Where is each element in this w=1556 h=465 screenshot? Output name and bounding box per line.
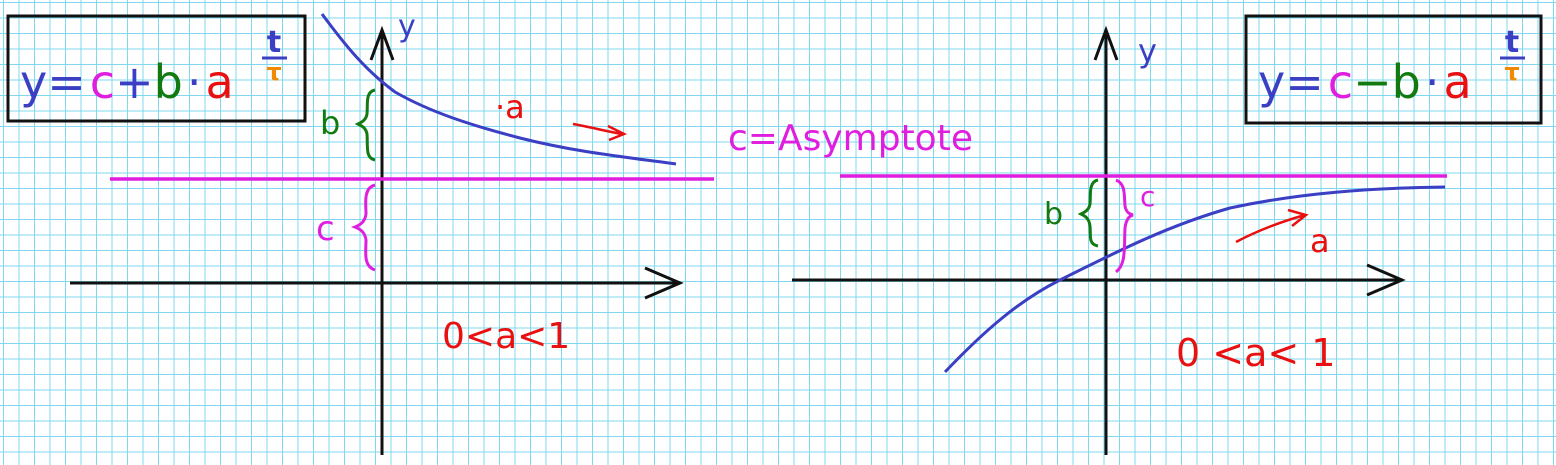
right-c-label: c: [1140, 180, 1155, 213]
left-b-brace: [354, 88, 376, 162]
left-formula-exp-num: t: [267, 25, 281, 60]
left-c-label: c: [316, 209, 335, 249]
left-y-axis-arrowhead: [369, 25, 395, 61]
left-formula-exp-den: τ: [266, 58, 281, 86]
right-c-brace: [1114, 178, 1134, 274]
right-formula-box: [1244, 14, 1543, 125]
right-formula-eq: =: [1285, 55, 1324, 109]
left-a-arrow: [572, 122, 628, 142]
right-y-axis-arrowhead: [1093, 25, 1119, 61]
right-formula-dot: ·: [1425, 55, 1440, 109]
left-formula-dot: ·: [187, 55, 202, 109]
right-b-label: b: [1044, 197, 1063, 232]
left-condition: 0<a<1: [442, 316, 570, 357]
left-formula: y=c+b·a: [20, 55, 234, 109]
right-condition: 0 <a< 1: [1176, 331, 1335, 375]
left-y-axis-label: y: [398, 9, 416, 44]
left-formula-box: [6, 14, 307, 123]
right-panel: y=c−b·a t τ y b c a 0 <a< 1: [792, 14, 1543, 455]
right-growth-curve: [943, 185, 1446, 374]
left-decay-curve: [320, 13, 677, 166]
right-formula-exp-den: τ: [1504, 58, 1519, 86]
left-formula-eq: =: [47, 55, 86, 109]
right-a-arrow: [1235, 208, 1309, 244]
left-a-mark: ·a: [495, 88, 525, 126]
right-b-brace: [1077, 178, 1099, 248]
left-formula-c: c: [90, 55, 115, 109]
left-panel: y=c+b·a t τ y b c ·a 0<a<1: [6, 9, 714, 455]
left-formula-b: b: [154, 55, 183, 109]
right-formula-b: b: [1392, 55, 1421, 109]
right-a-label: a: [1310, 222, 1330, 260]
left-formula-op: +: [115, 55, 154, 109]
right-x-axis-arrowhead: [1366, 263, 1406, 297]
right-formula-a: a: [1443, 55, 1471, 109]
right-formula: y=c−b·a: [1258, 55, 1472, 109]
right-y-axis-label: y: [1138, 32, 1157, 70]
left-formula-y: y: [20, 55, 47, 109]
right-formula-c: c: [1328, 55, 1353, 109]
right-formula-op: −: [1353, 55, 1392, 109]
left-c-brace: [350, 183, 376, 272]
right-formula-exp-num: t: [1505, 25, 1519, 60]
left-x-axis-arrowhead: [644, 266, 684, 300]
left-b-label: b: [320, 104, 340, 142]
left-formula-a: a: [205, 55, 233, 109]
asymptote-label: c=Asymptote: [728, 118, 973, 159]
right-formula-y: y: [1258, 55, 1285, 109]
